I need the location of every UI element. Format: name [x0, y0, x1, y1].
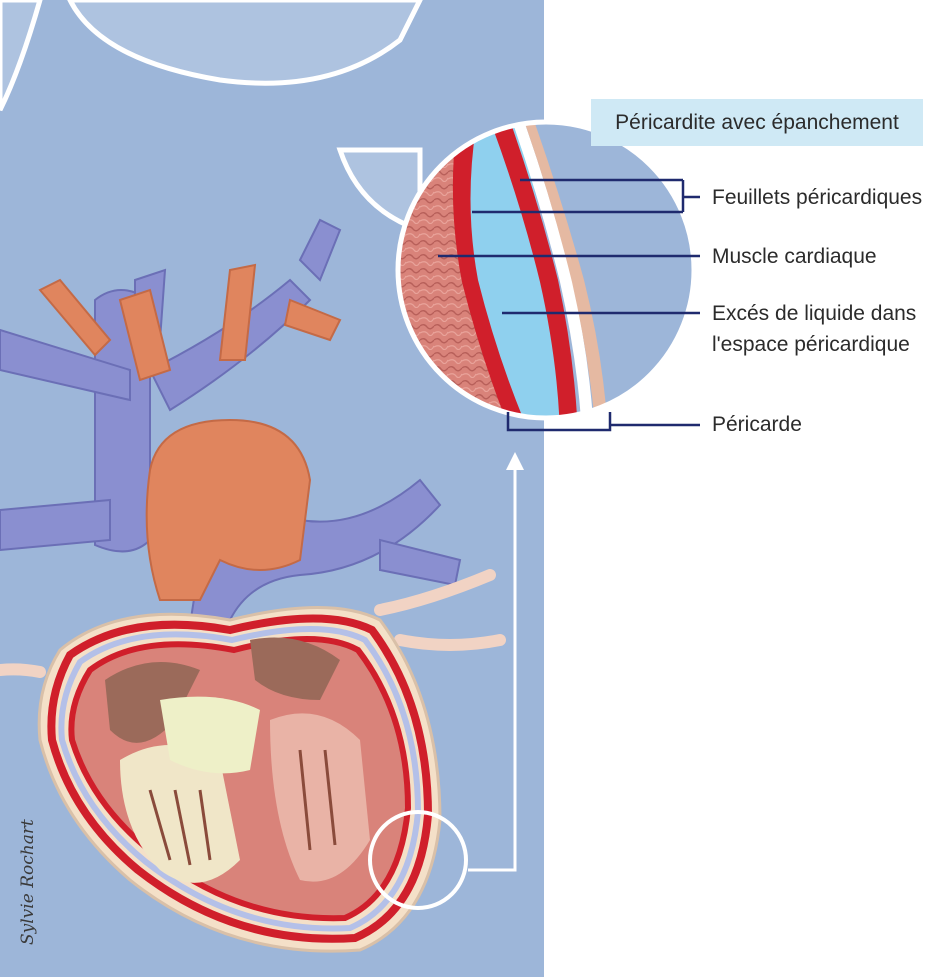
diagram-title: Péricardite avec épanchement: [591, 99, 923, 146]
label-exces-line1: Excés de liquide dans: [712, 300, 916, 327]
label-feuillets: Feuillets péricardiques: [712, 184, 922, 211]
label-pericarde: Péricarde: [712, 411, 802, 438]
artist-signature: Sylvie Rochart: [18, 819, 38, 945]
label-muscle: Muscle cardiaque: [712, 243, 877, 270]
label-exces-line2: l'espace péricardique: [712, 331, 910, 358]
title-box: Péricardite avec épanchement: [591, 99, 923, 146]
